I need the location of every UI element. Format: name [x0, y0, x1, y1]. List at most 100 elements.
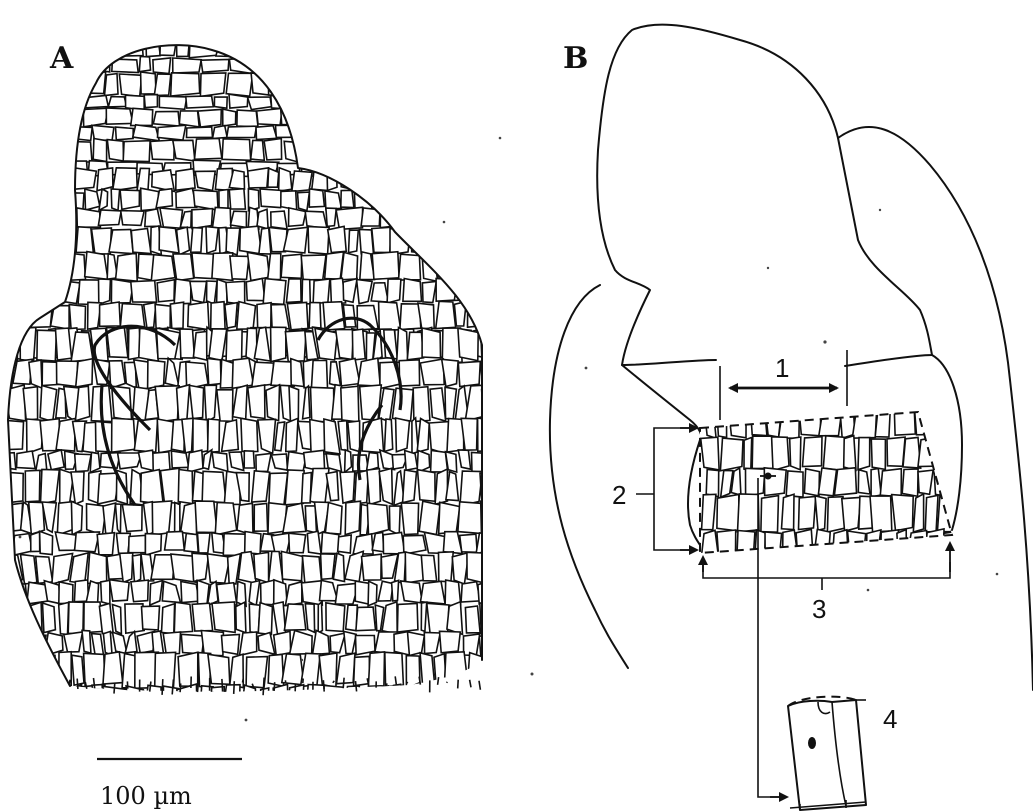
cell	[397, 604, 418, 633]
cell	[27, 168, 53, 188]
cell	[173, 140, 195, 161]
cell	[222, 635, 240, 655]
cell	[99, 603, 113, 633]
cell	[69, 305, 85, 330]
cell	[842, 497, 861, 531]
measure-3-bracket	[703, 562, 950, 578]
cell	[4, 189, 20, 208]
cell	[468, 226, 486, 251]
cell	[954, 471, 973, 496]
cell	[24, 602, 43, 634]
cell	[240, 632, 257, 655]
cell	[116, 127, 134, 140]
cell	[154, 74, 171, 96]
cell	[31, 189, 47, 210]
cell	[464, 190, 477, 210]
cell	[23, 281, 41, 303]
cell	[237, 110, 258, 127]
cell	[217, 390, 233, 422]
cell	[105, 39, 123, 59]
cell	[175, 503, 180, 536]
cell	[211, 302, 225, 329]
cell	[165, 532, 185, 551]
cell	[244, 451, 254, 468]
cell	[198, 533, 211, 553]
cell	[411, 227, 430, 254]
cell	[432, 228, 443, 254]
cell	[907, 531, 928, 561]
cell	[429, 188, 445, 208]
cut-edge-stroke	[356, 681, 357, 691]
cell	[20, 327, 36, 361]
cell	[897, 530, 907, 559]
cell	[252, 471, 270, 502]
cell	[198, 109, 221, 127]
cell	[82, 630, 91, 653]
cell	[190, 281, 207, 302]
cell	[782, 494, 795, 529]
cell	[474, 169, 488, 187]
cell	[954, 408, 974, 437]
cell	[103, 686, 128, 712]
cell	[454, 689, 474, 714]
cell	[152, 501, 171, 535]
cell	[400, 304, 421, 330]
cell	[237, 302, 256, 330]
cell	[358, 170, 378, 189]
cell	[103, 631, 112, 655]
cell	[74, 168, 97, 189]
cell	[177, 385, 190, 421]
cell	[215, 503, 237, 536]
cell	[4, 279, 22, 305]
cell	[45, 189, 69, 207]
cell	[174, 602, 192, 632]
cut-edge-stroke	[323, 680, 324, 691]
cell	[418, 303, 434, 328]
cell	[761, 496, 779, 533]
cell	[744, 437, 752, 470]
cell	[222, 139, 251, 161]
cell	[17, 209, 32, 227]
cell	[18, 687, 34, 714]
cell	[289, 533, 306, 553]
cell	[746, 468, 765, 496]
cell	[229, 189, 245, 209]
cell	[477, 253, 486, 280]
cell	[283, 503, 306, 533]
cell	[291, 58, 317, 72]
cell	[311, 387, 335, 422]
cut-edge-stroke	[407, 682, 408, 683]
cell	[142, 606, 160, 630]
cell	[420, 653, 435, 687]
cell	[429, 422, 449, 455]
cell	[403, 279, 422, 302]
cell	[178, 470, 193, 504]
cell	[299, 139, 325, 162]
cell	[401, 503, 418, 535]
cell	[0, 420, 23, 450]
cell	[44, 581, 60, 604]
cell	[844, 436, 856, 471]
cell	[371, 283, 388, 302]
cell	[105, 74, 119, 96]
cell	[403, 535, 426, 554]
cell	[288, 39, 313, 59]
cell	[236, 602, 246, 633]
scale-bar: 100 µm	[97, 759, 242, 810]
cell	[69, 685, 81, 711]
cell	[343, 305, 355, 327]
cell	[282, 654, 304, 685]
cell	[487, 255, 514, 280]
cell	[779, 410, 800, 439]
cell	[155, 386, 179, 422]
measure-2-bracket	[654, 428, 697, 550]
cell	[59, 582, 73, 604]
cell	[263, 279, 286, 305]
cell	[281, 254, 302, 278]
cell	[424, 211, 437, 229]
cell	[392, 388, 413, 421]
cell	[439, 502, 460, 533]
cell	[480, 603, 502, 634]
cell	[755, 530, 766, 559]
